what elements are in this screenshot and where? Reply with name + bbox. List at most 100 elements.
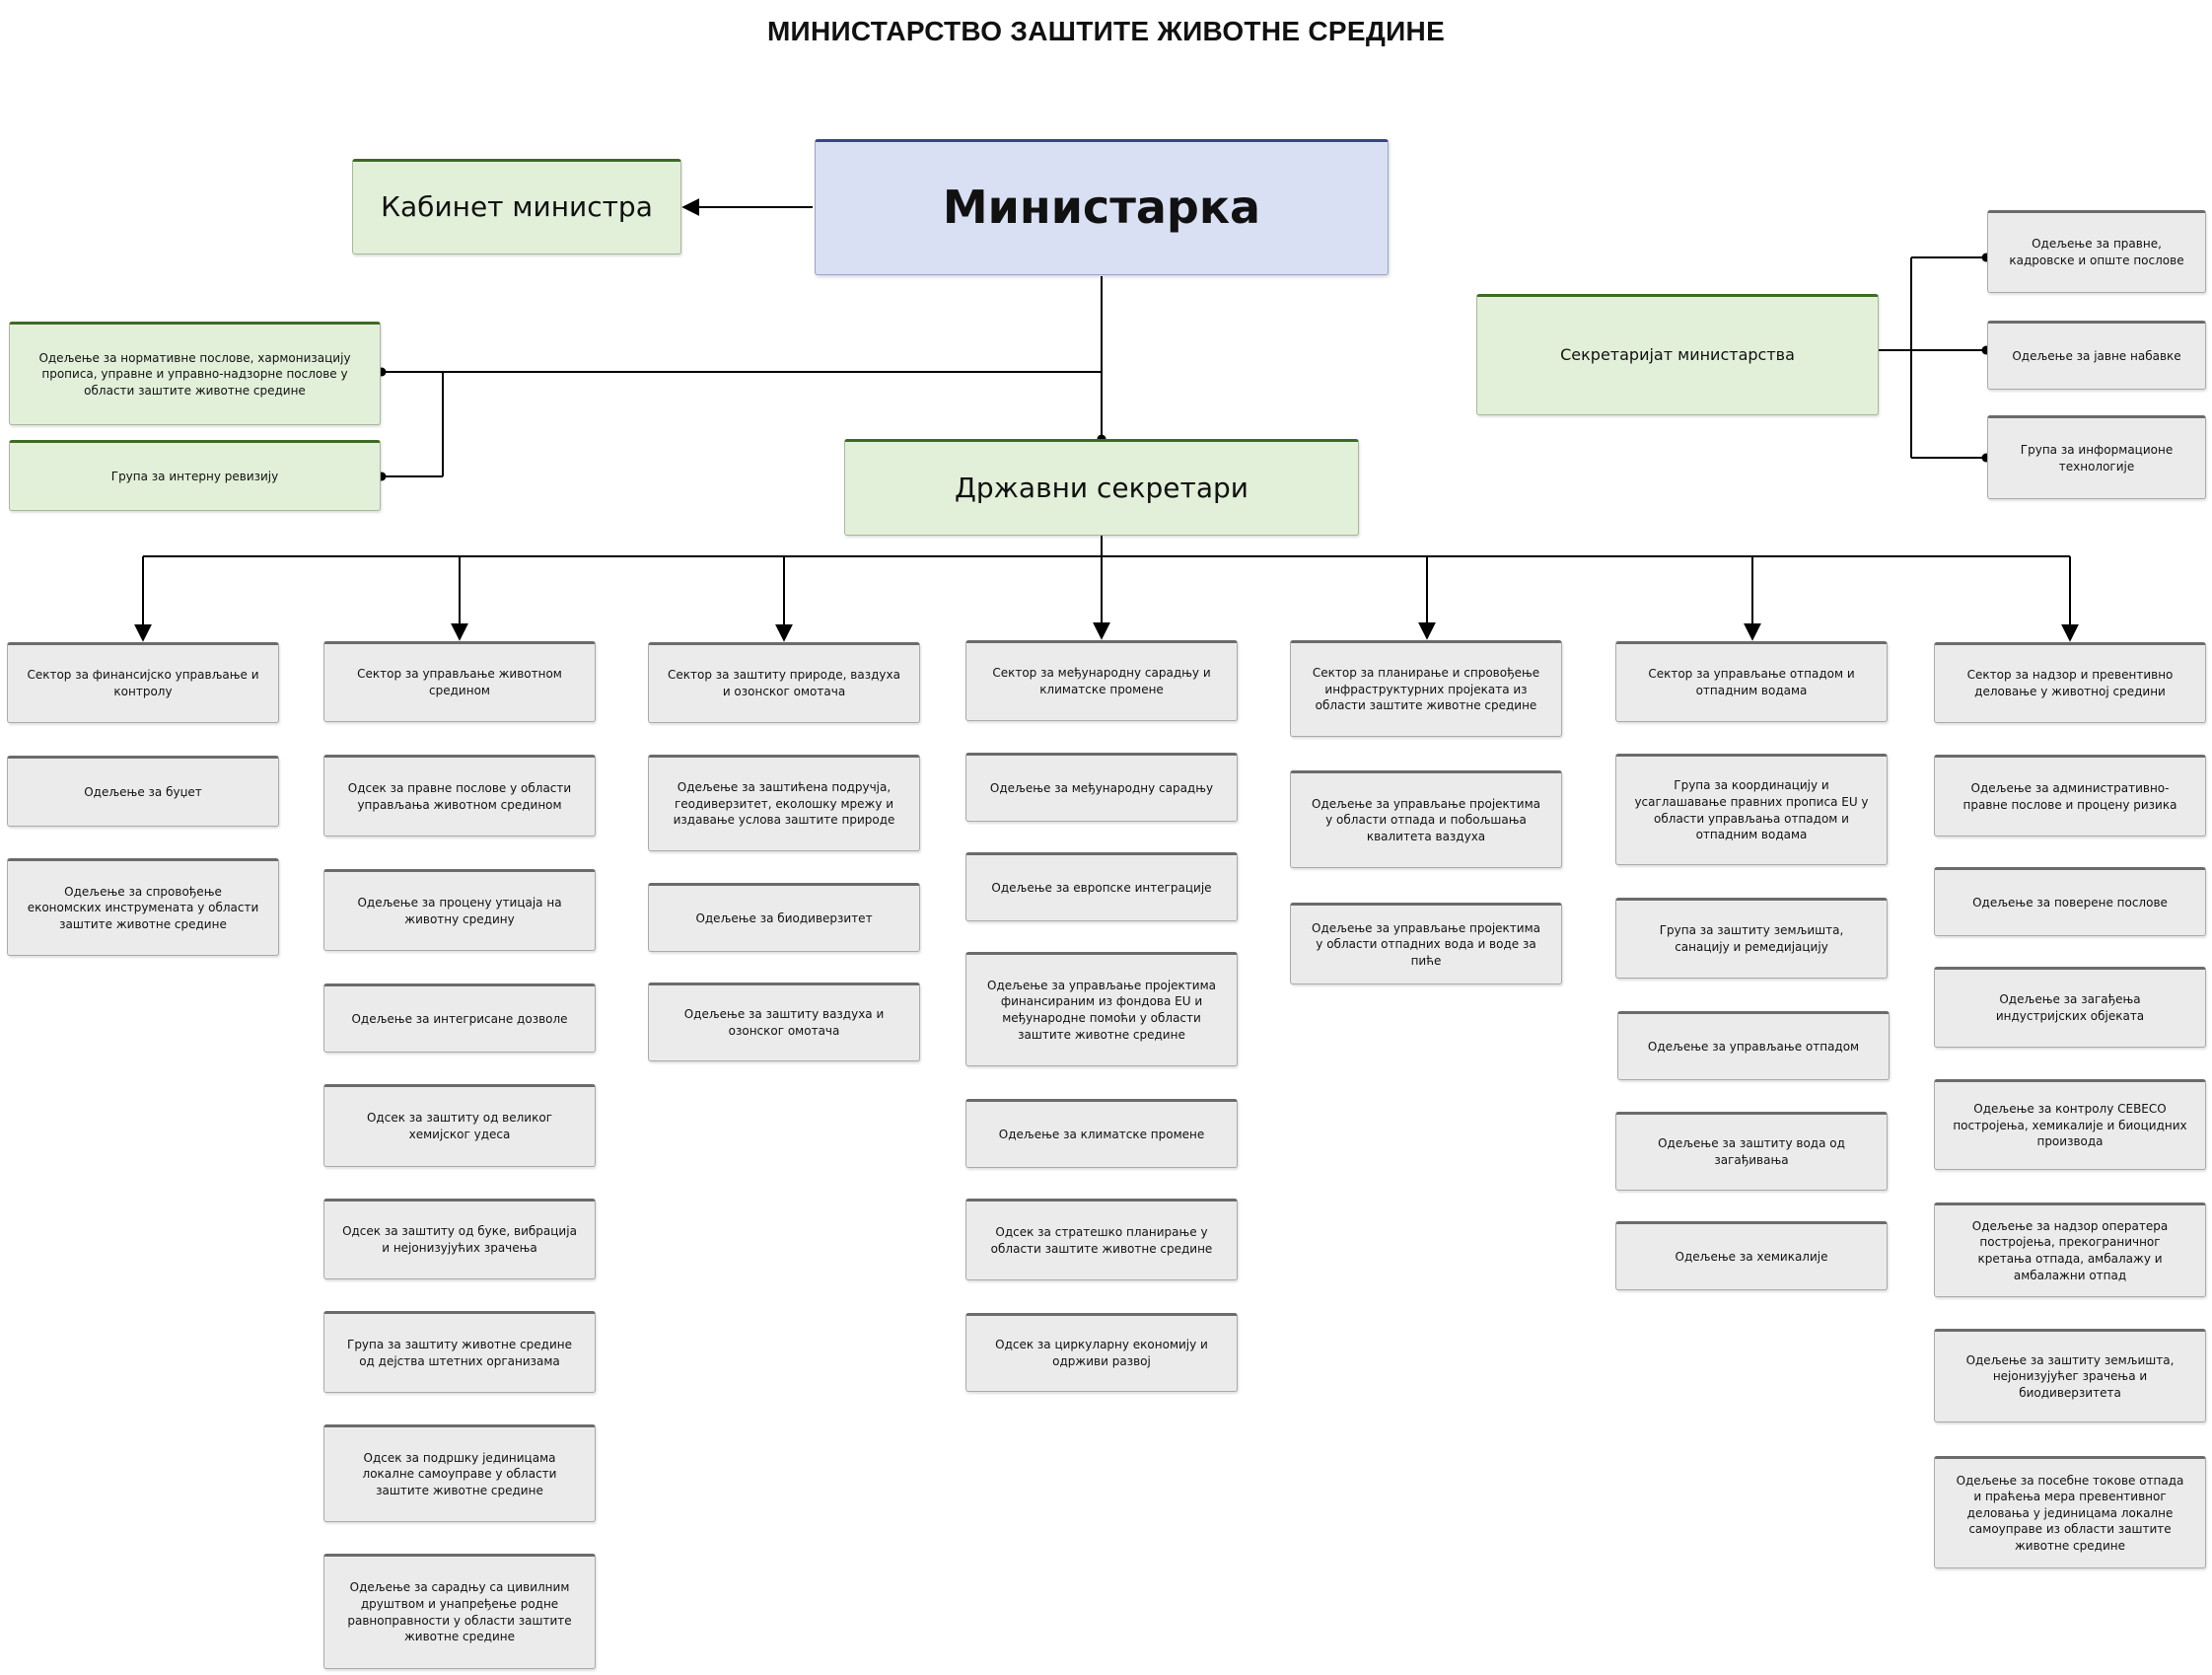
minister-label: Министарка: [942, 181, 1261, 235]
department-box: Одељење за процену утицаја на животну ср…: [323, 869, 596, 951]
sector-box: Сектор за заштиту природе, ваздуха и озо…: [648, 642, 920, 723]
secretariat-box: Секретаријат министарства: [1476, 294, 1879, 415]
department-box: Одељење за загађења индустријских објека…: [1934, 967, 2206, 1048]
state-secretaries-box: Државни секретари: [844, 439, 1359, 536]
department-box: Одсек за заштиту од великог хемијског уд…: [323, 1084, 596, 1167]
unit-label: Одељење за процену утицаја на животну ср…: [357, 895, 562, 926]
unit-label: Група за координацију и усаглашавање пра…: [1634, 778, 1869, 842]
department-box: Одељење за спровођење економских инструм…: [7, 858, 279, 956]
department-box: Одељење за хемикалије: [1615, 1221, 1888, 1290]
unit-label: Одељење за међународну сарадњу: [989, 780, 1214, 795]
unit-label: Одељење за заштиту ваздуха и озонског ом…: [683, 1007, 885, 1038]
cabinet-box: Кабинет министра: [352, 159, 681, 255]
unit-label: Одељење за загађења индустријских објека…: [1995, 992, 2145, 1023]
department-box: Одељење за управљање отпадом: [1617, 1011, 1890, 1080]
unit-label: Одељење за заштиту земљишта, нејонизујућ…: [1965, 1352, 2175, 1400]
department-box: Одељење за интегрисане дозволе: [323, 983, 596, 1053]
unit-label: Одељење за буџет: [84, 784, 202, 799]
unit-label: Одељење за управљање пројектима у област…: [1312, 796, 1540, 843]
department-box: Одељење за климатске промене: [965, 1099, 1238, 1168]
unit-label: Група за заштиту земљишта, санацију и ре…: [1659, 923, 1844, 954]
department-box: Одељење за заштиту вода од загађивања: [1615, 1112, 1888, 1191]
unit-label: Одељење за спровођење економских инструм…: [27, 884, 259, 931]
department-box: Одељење за биодиверзитет: [648, 883, 920, 952]
department-box: Одељење за управљање пројектима у област…: [1290, 770, 1562, 868]
sector-label: Сектор за надзор и превентивно деловање …: [1966, 668, 2174, 698]
unit-label: Одељење за заштиту вода од загађивања: [1658, 1136, 1845, 1167]
sector-box: Сектор за управљање отпадом и отпадним в…: [1615, 641, 1888, 722]
sector-box: Сектор за међународну сарадњу и климатск…: [965, 640, 1238, 721]
sector-label: Сектор за планирање и спровођење инфраст…: [1312, 666, 1540, 713]
unit-label: Одељење за хемикалије: [1675, 1249, 1828, 1264]
unit-label: Група за заштиту животне средине од дејс…: [347, 1337, 572, 1368]
department-box: Одељење за буџет: [7, 756, 279, 827]
unit-label: Одељење за управљање пројектима финансир…: [987, 978, 1216, 1042]
department-box: Одсек за стратешко планирање у области з…: [965, 1199, 1238, 1280]
department-box: Одсек за заштиту од буке, вибрација и не…: [323, 1199, 596, 1279]
sector-box: Сектор за надзор и превентивно деловање …: [1934, 642, 2206, 723]
unit-label: Одељење за надзор оператера постројења, …: [1971, 1218, 2169, 1282]
unit-label: Одсек за заштиту од великог хемијског уд…: [366, 1111, 552, 1141]
page-title: МИНИСТАРСТВО ЗАШТИТЕ ЖИВОТНЕ СРЕДИНЕ: [766, 16, 1446, 46]
sector-label: Сектор за финансијско управљање и контро…: [27, 668, 259, 698]
unit-label: Одељење за поверене послове: [1972, 895, 2168, 910]
department-box: Група за координацију и усаглашавање пра…: [1615, 754, 1888, 865]
left-unit-internal-audit: Група за интерну ревизију: [9, 440, 381, 511]
sector-label: Сектор за међународну сарадњу и климатск…: [992, 666, 1211, 696]
department-box: Одељење за надзор оператера постројења, …: [1934, 1202, 2206, 1297]
unit-label: Одсек за подршку јединицама локалне само…: [362, 1450, 557, 1497]
sector-label: Сектор за управљање отпадом и отпадним в…: [1648, 667, 1855, 697]
unit-label: Одељење за климатске промене: [998, 1127, 1205, 1141]
sector-box: Сектор за управљање животном средином: [323, 641, 596, 722]
department-box: Одсек за подршку јединицама локалне само…: [323, 1424, 596, 1522]
secretariat-label: Секретаријат министарства: [1560, 345, 1795, 365]
department-box: Одсек за циркуларну економију и одрживи …: [965, 1313, 1238, 1392]
sector-box: Сектор за финансијско управљање и контро…: [7, 642, 279, 723]
unit-label: Одељење за јавне набавке: [2012, 348, 2181, 363]
unit-label: Група за информационе технологије: [2020, 442, 2174, 473]
department-box: Одељење за европске интеграције: [965, 852, 1238, 921]
secretariat-unit: Група за информационе технологије: [1987, 415, 2206, 499]
unit-label: Одељење за управљање пројектима у област…: [1312, 920, 1540, 968]
secretariat-unit: Одељење за правне, кадровске и опште пос…: [1987, 210, 2206, 293]
department-box: Група за заштиту животне средине од дејс…: [323, 1311, 596, 1393]
unit-label: Одељење за европске интеграције: [991, 880, 1212, 895]
left-unit-normative: Одељење за нормативне послове, хармониза…: [9, 322, 381, 425]
unit-label: Одељење за интегрисане дозволе: [351, 1011, 568, 1026]
unit-label: Одељење за управљање отпадом: [1647, 1039, 1860, 1054]
department-box: Одељење за заштиту ваздуха и озонског ом…: [648, 983, 920, 1061]
unit-label: Одељење за административно-правне послов…: [1962, 780, 2177, 812]
unit-label: Одељење за контролу СЕВЕСО постројења, х…: [1953, 1102, 2187, 1149]
unit-label: Одељење за заштићена подручја, геодиверз…: [673, 780, 895, 828]
sector-box: Сектор за планирање и спровођење инфраст…: [1290, 640, 1562, 737]
department-box: Одељење за управљање пројектима у област…: [1290, 903, 1562, 984]
department-box: Одељење за поверене послове: [1934, 867, 2206, 936]
department-box: Одељење за посебне токове отпада и праће…: [1934, 1456, 2206, 1568]
department-box: Одељење за контролу СЕВЕСО постројења, х…: [1934, 1079, 2206, 1170]
unit-label: Група за интерну ревизију: [110, 469, 279, 483]
minister-box: Министарка: [815, 139, 1389, 275]
sector-label: Сектор за заштиту природе, ваздуха и озо…: [668, 668, 900, 698]
unit-label: Одељење за нормативне послове, хармониза…: [38, 350, 351, 398]
department-box: Одељење за сарадњу са цивилним друштвом …: [323, 1554, 596, 1669]
sector-label: Сектор за управљање животном средином: [357, 667, 562, 697]
unit-label: Одсек за циркуларну економију и одрживи …: [995, 1338, 1208, 1368]
department-box: Група за заштиту земљишта, санацију и ре…: [1615, 898, 1888, 979]
unit-label: Одсек за стратешко планирање у области з…: [990, 1224, 1213, 1256]
secretariat-unit: Одељење за јавне набавке: [1987, 321, 2206, 390]
state-secretaries-label: Државни секретари: [955, 471, 1249, 504]
department-box: Одсек за правне послове у области управљ…: [323, 755, 596, 837]
unit-label: Одељење за биодиверзитет: [695, 910, 873, 925]
department-box: Одељење за међународну сарадњу: [965, 753, 1238, 822]
unit-label: Одсек за правне послове у области управљ…: [347, 780, 572, 812]
department-box: Одељење за управљање пројектима финансир…: [965, 952, 1238, 1066]
department-box: Одељење за заштићена подручја, геодиверз…: [648, 755, 920, 851]
department-box: Одељење за заштиту земљишта, нејонизујућ…: [1934, 1329, 2206, 1422]
unit-label: Одељење за сарадњу са цивилним друштвом …: [347, 1580, 572, 1644]
department-box: Одељење за административно-правне послов…: [1934, 755, 2206, 837]
cabinet-label: Кабинет министра: [381, 190, 653, 224]
unit-label: Одсек за заштиту од буке, вибрација и не…: [342, 1224, 577, 1255]
unit-label: Одељење за правне, кадровске и опште пос…: [2009, 237, 2184, 267]
unit-label: Одељење за посебне токове отпада и праће…: [1956, 1473, 2184, 1553]
